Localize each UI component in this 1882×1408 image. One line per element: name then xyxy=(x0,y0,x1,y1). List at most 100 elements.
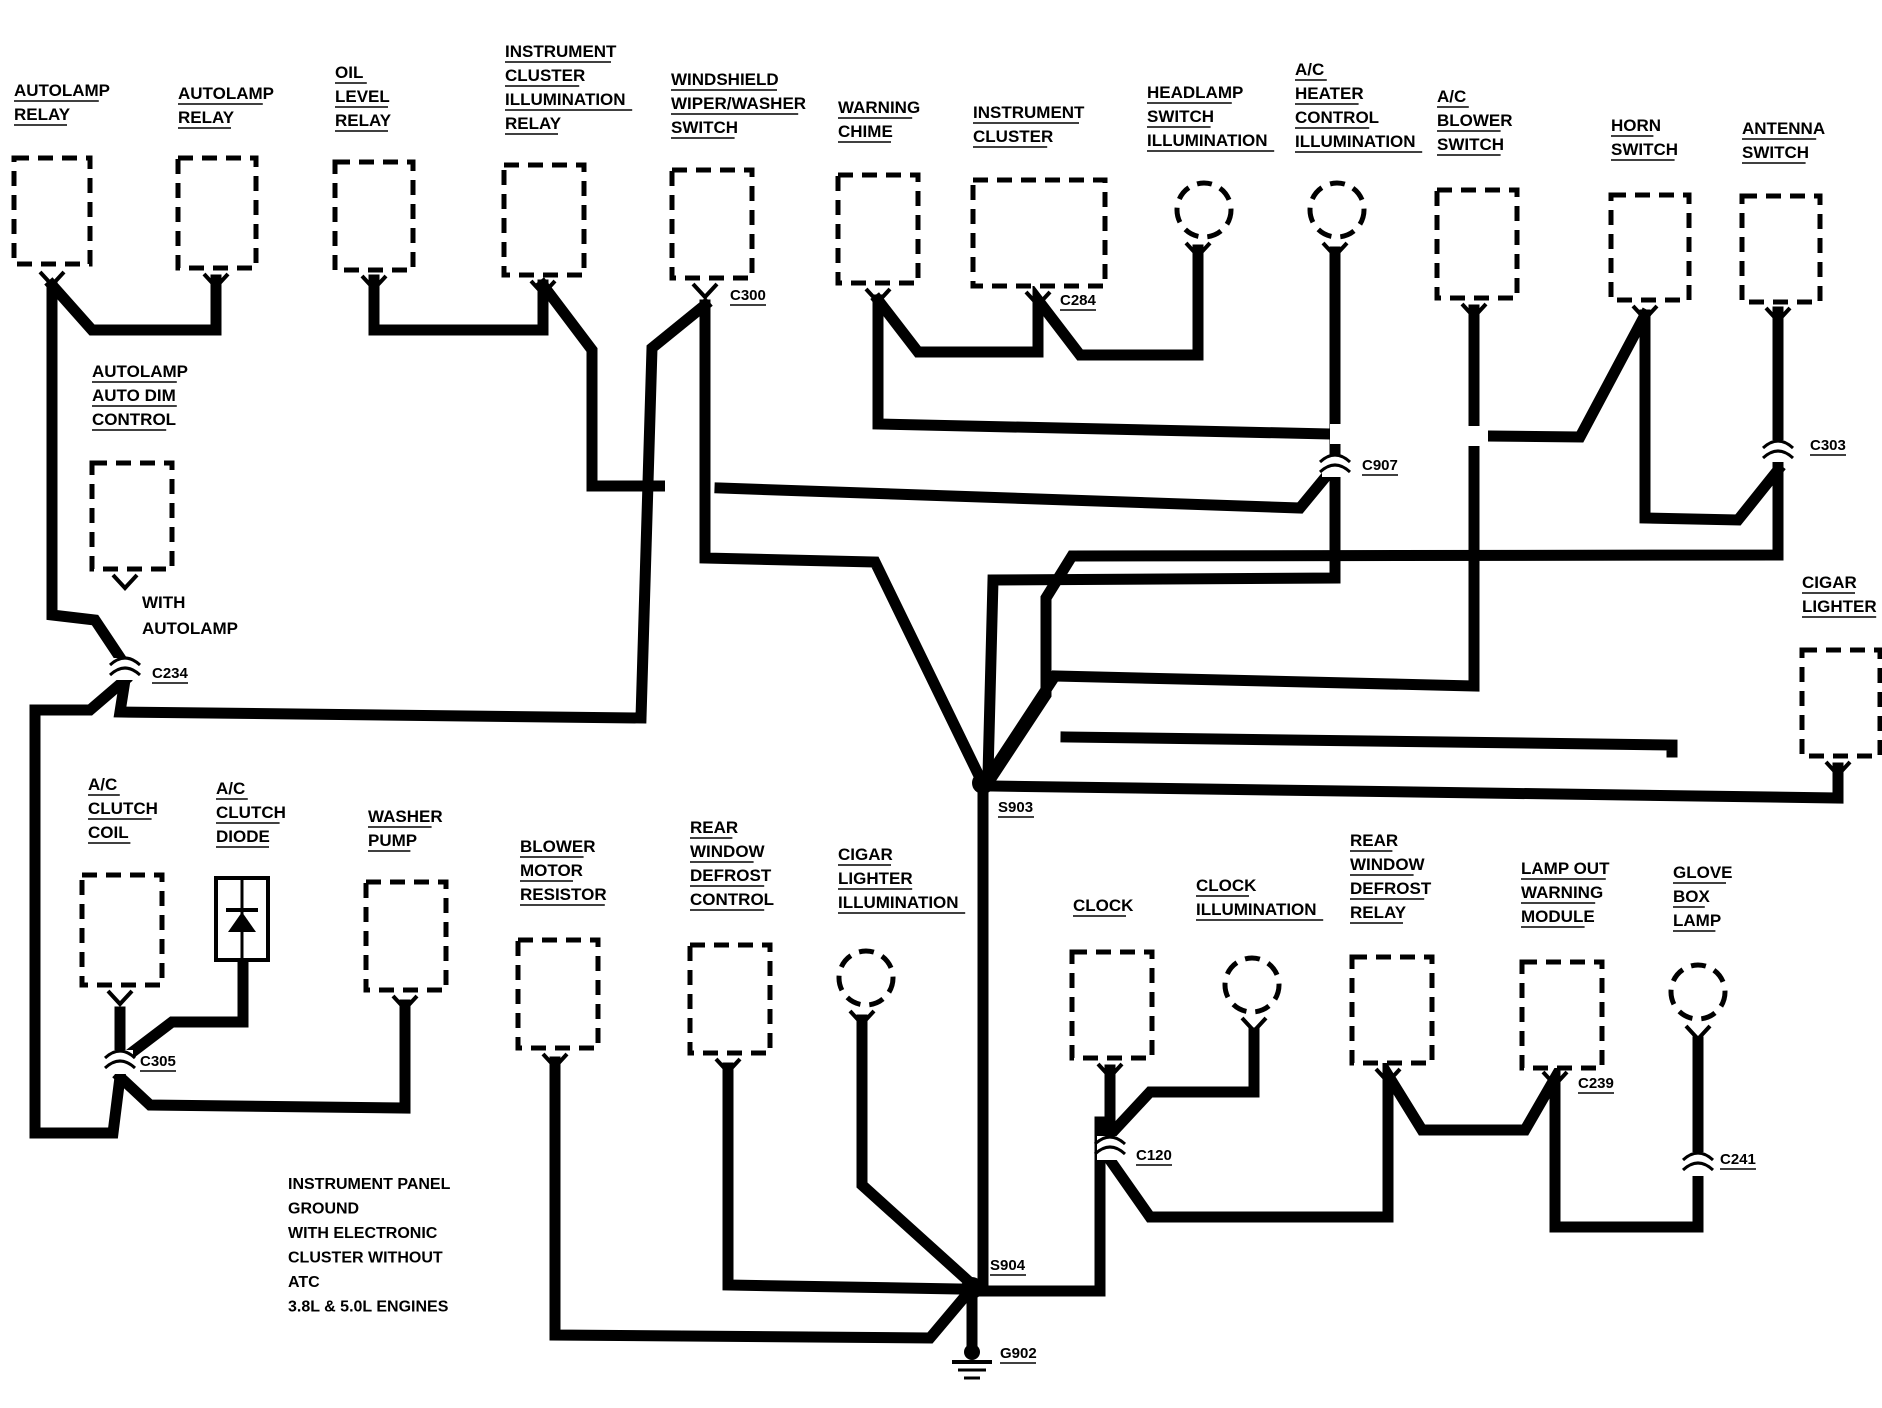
splice-s903-dot xyxy=(972,772,994,794)
instrument-cluster-label-line: CLUSTER xyxy=(973,127,1053,146)
pin xyxy=(1184,241,1212,259)
with-autolamp-label: AUTOLAMP xyxy=(142,619,238,638)
pin xyxy=(714,1057,742,1075)
autolamp-relay-1-box xyxy=(11,155,93,267)
autolamp-auto-dim-control-label-line: AUTOLAMP xyxy=(92,362,188,381)
wire-s904-to-c120 xyxy=(969,1116,1106,1297)
instrument-cluster-label-line: INSTRUMENT xyxy=(973,103,1085,122)
oil-level-relay-label-line: RELAY xyxy=(335,111,392,130)
wire-c907-horizontal xyxy=(714,460,1341,514)
pin xyxy=(1096,1062,1124,1080)
antenna-switch-label-line: SWITCH xyxy=(1742,143,1809,162)
cigar-lighter-label-line: LIGHTER xyxy=(1802,597,1877,616)
rear-window-defrost-relay-label-line: DEFROST xyxy=(1350,879,1432,898)
rear-window-defrost-relay-label-line: REAR xyxy=(1350,831,1398,850)
lamp-out-warning-module-label-line: MODULE xyxy=(1521,907,1595,926)
pin xyxy=(541,1052,569,1070)
autolamp-relay-2-label-line: RELAY xyxy=(178,108,235,127)
horn-switch-label-line: HORN xyxy=(1611,116,1661,135)
ac-clutch-diode-label-line: DIODE xyxy=(216,827,270,846)
pin xyxy=(1321,241,1349,259)
headlamp-switch-illumination-label-line: HEADLAMP xyxy=(1147,83,1243,102)
wire-cigar-lighter-illum xyxy=(856,1014,973,1286)
connector-c234-label: C234 xyxy=(152,665,189,682)
splices xyxy=(952,772,994,1380)
connector-c907-label: C907 xyxy=(1362,457,1398,474)
pin xyxy=(1240,1016,1268,1034)
warning-chime-label-line: WARNING xyxy=(838,98,920,117)
ac-heater-control-illumination-label-line: A/C xyxy=(1295,60,1324,79)
wire-cigar-lighter xyxy=(984,762,1844,804)
oil-level-relay-label-line: LEVEL xyxy=(335,87,390,106)
glove-box-lamp-label-line: GLOVE xyxy=(1673,863,1733,882)
pin xyxy=(1764,306,1792,324)
ac-clutch-diode-label-line: A/C xyxy=(216,779,245,798)
labels: AUTOLAMPRELAYAUTOLAMPRELAYOILLEVELRELAYI… xyxy=(14,42,1877,1364)
ground-g902-label: G902 xyxy=(1000,1345,1037,1362)
ic-illumination-relay-box xyxy=(501,162,587,278)
instrument-cluster-illumination-relay-label-line: RELAY xyxy=(505,114,562,133)
instrument-cluster-illumination-relay-label-line: INSTRUMENT xyxy=(505,42,617,61)
headlamp-switch-illumination-label-line: ILLUMINATION xyxy=(1147,131,1268,150)
wire-c305-to-washer xyxy=(112,999,411,1114)
wire-chime-cluster-headlamp xyxy=(870,244,1204,361)
instrument-cluster-box xyxy=(970,177,1108,289)
pin xyxy=(111,573,139,591)
connector-c241-mark xyxy=(1681,1151,1715,1176)
lamp-out-warning-module-label-line: LAMP OUT xyxy=(1521,859,1610,878)
connector-c907-mark xyxy=(1318,453,1352,477)
glove-box-lamp-label-line: BOX xyxy=(1673,887,1711,906)
connector-c300-label: C300 xyxy=(730,287,766,304)
ac-blower-switch-label-line: A/C xyxy=(1437,87,1466,106)
horn-switch-box xyxy=(1608,192,1692,303)
washer-pump-box xyxy=(363,879,449,993)
rear-window-defrost-relay-label-line: WINDOW xyxy=(1350,855,1426,874)
windshield-wiper-washer-switch-label-line: WINDSHIELD xyxy=(671,70,779,89)
autolamp-auto-dim-control-box xyxy=(89,460,175,572)
wire-autolamp-relays xyxy=(44,274,222,336)
washer-pump-label-line: WASHER xyxy=(368,807,443,826)
rear-window-defrost-control-label-line: REAR xyxy=(690,818,738,837)
wire-c907-to-s903 xyxy=(982,469,1341,781)
wire-ac-diode xyxy=(114,959,249,1068)
pin xyxy=(1024,290,1052,308)
pin xyxy=(1374,1067,1402,1085)
clock-illumination-label-line: ILLUMINATION xyxy=(1196,900,1317,919)
wires xyxy=(29,244,1844,1354)
splice-s904-label: S904 xyxy=(990,1257,1026,1274)
connector-c241-label: C241 xyxy=(1720,1151,1756,1168)
wire-blower-switch-to-s903 xyxy=(980,304,1480,786)
components xyxy=(11,155,1882,1071)
connector-c305-label: C305 xyxy=(140,1053,176,1070)
terminal-pins xyxy=(38,241,1852,1088)
connector-c120-label: C120 xyxy=(1136,1147,1172,1164)
pin xyxy=(1460,302,1488,320)
ac-heater-control-illumination-label-line: HEATER xyxy=(1295,84,1364,103)
autolamp-auto-dim-control-label-line: AUTO DIM xyxy=(92,386,176,405)
windshield-wiper-washer-switch-label-line: SWITCH xyxy=(671,118,738,137)
wire-wiper-to-c234 xyxy=(113,297,713,724)
pin xyxy=(202,272,230,290)
warning-chime-label-line: CHIME xyxy=(838,122,893,141)
instrument-panel-ground-note: WITH ELECTRONIC xyxy=(288,1225,438,1242)
ac-clutch-coil-label-line: COIL xyxy=(88,823,129,842)
autolamp-relay-1-label-line: RELAY xyxy=(14,105,71,124)
oil-level-relay-box xyxy=(332,159,416,273)
wire-blower-resistor xyxy=(549,1056,970,1344)
rear-window-defrost-relay-label-line: RELAY xyxy=(1350,903,1407,922)
wire-s903-branch xyxy=(1060,731,1678,758)
ground-g902-icon xyxy=(952,1344,992,1380)
pin xyxy=(864,287,892,305)
blower-motor-resistor-box xyxy=(515,937,601,1051)
wire-oil-level-relay xyxy=(368,274,549,336)
instrument-panel-ground-note: ATC xyxy=(288,1274,320,1291)
cigar-lighter-illumination-label-line: LIGHTER xyxy=(838,869,913,888)
pin xyxy=(1541,1070,1569,1088)
pin xyxy=(529,279,557,297)
rear-window-defrost-control-label-line: CONTROL xyxy=(690,890,774,909)
pin xyxy=(1684,1024,1712,1042)
wiper-switch-box xyxy=(669,167,755,281)
connector-c303-mark xyxy=(1761,439,1795,462)
wire-gap xyxy=(1330,424,1348,444)
clock-box xyxy=(1069,949,1155,1061)
